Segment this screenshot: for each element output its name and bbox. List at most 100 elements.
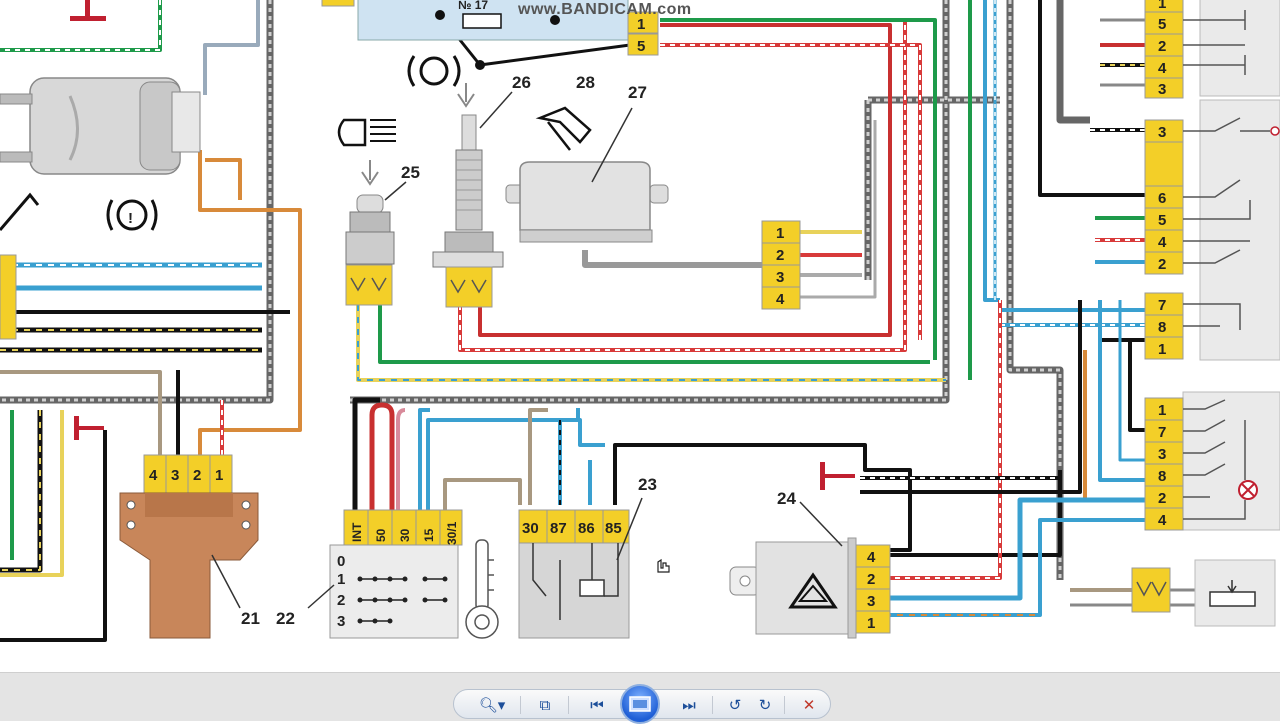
right-block-pin: 7 [1158, 424, 1166, 441]
right-block-pin: 5 [1158, 212, 1166, 229]
relay-23: 30 87 86 85 [518, 497, 643, 639]
rotate-right-icon: ↻ [758, 696, 772, 714]
sensor-26 [407, 55, 513, 308]
key-icon [465, 539, 499, 639]
rotate-left-icon: ↺ [728, 696, 742, 714]
connector-27-pin: 3 [776, 269, 784, 286]
relay-27: 1 2 3 4 [505, 106, 801, 310]
rotate-left-button[interactable]: ↺ [722, 694, 748, 716]
rotate-right-button[interactable]: ↻ [752, 694, 778, 716]
wiring-diagram: № 17 1 5 www.BANDICAM.com ! 4 3 2 [0, 0, 1280, 642]
slideshow-button[interactable] [620, 684, 660, 724]
right-block-pin: 1 [1158, 0, 1166, 12]
right-block-pin: 1 [1158, 341, 1166, 358]
toolbar-separator [784, 696, 785, 714]
connector-21-pin: 4 [149, 467, 158, 484]
right-block-pin: 3 [1158, 124, 1166, 141]
callout-label: 26 [512, 73, 531, 92]
toolbar-separator [520, 696, 521, 714]
right-block-pin: 3 [1158, 446, 1166, 463]
ignition-switch-22: INT 50 30 15 30/1 0 1 2 3 [307, 509, 463, 639]
relay-23-pin: 85 [605, 520, 622, 537]
callout-label: 22 [276, 609, 295, 628]
right-block-pin: 7 [1158, 297, 1166, 314]
ignition-position: 0 [337, 553, 345, 570]
svg-text:!: ! [128, 210, 133, 227]
ignition-terminal: 30/1 [445, 521, 459, 545]
ground-symbol [70, 0, 855, 490]
slideshow-icon [629, 696, 651, 712]
right-switch-block-top: 1 5 2 4 3 [1144, 0, 1280, 99]
previous-icon: ⏮ [590, 696, 604, 714]
relay-23-pin: 30 [522, 520, 539, 537]
connector-21-pin: 3 [171, 467, 179, 484]
relay-23-pin: 87 [550, 520, 567, 537]
callout-label: 28 [576, 73, 595, 92]
connector-27-pin: 1 [776, 225, 784, 242]
right-block-pin: 5 [1158, 16, 1166, 33]
ignition-position: 2 [337, 592, 345, 609]
relay-28-panel: № 17 1 5 [321, 0, 659, 70]
connector-21-pin: 1 [215, 467, 223, 484]
toolbar-pill: 🔍︎▾ ⧉ ⏮ ⏭ ↺ ↻ ✕ [453, 684, 831, 724]
right-block-pin: 8 [1158, 468, 1166, 485]
connector-27-pin: 2 [776, 247, 784, 264]
ignition-terminal: 15 [422, 528, 436, 542]
fuse-label: № 17 [458, 0, 488, 12]
fit-window-icon: ⧉ [539, 696, 551, 714]
connector-21: 4 3 2 1 [119, 454, 259, 639]
right-block-pin: 2 [1158, 38, 1166, 55]
ignition-terminal: 30 [398, 528, 412, 542]
hazard-switch-24: 4 2 3 1 [729, 501, 891, 639]
next-button[interactable]: ⏭ [676, 694, 702, 716]
connector-27-pin: 4 [776, 291, 785, 308]
previous-button[interactable]: ⏮ [584, 694, 610, 716]
right-block-pin: 1 [1158, 402, 1166, 419]
callout-labels: 21 22 23 24 25 26 27 28 [241, 73, 796, 628]
hazard-24-pin: 1 [867, 615, 875, 632]
connector-top-pin: 1 [637, 16, 645, 33]
relay-23-pin: 86 [578, 520, 595, 537]
fit-to-window-button[interactable]: ⧉ [532, 694, 558, 716]
watermark: www.BANDICAM.com [517, 1, 692, 18]
right-block-pin: 4 [1158, 512, 1167, 529]
callout-label: 21 [241, 609, 260, 628]
connector-21-pin: 2 [193, 467, 201, 484]
hazard-24-pin: 4 [867, 549, 876, 566]
zoom-button[interactable]: 🔍︎▾ [474, 694, 510, 716]
right-block-pin: 6 [1158, 190, 1166, 207]
hazard-24-pin: 2 [867, 571, 875, 588]
ignition-terminal: 50 [374, 528, 388, 542]
right-block-pin: 8 [1158, 319, 1166, 336]
sensor-potentiometer [1131, 559, 1276, 627]
next-icon: ⏭ [682, 696, 696, 714]
connector-top-pin: 5 [637, 38, 645, 55]
toolbar-separator [568, 696, 569, 714]
callout-label: 23 [638, 475, 657, 494]
right-switch-block-mid: 3 6 5 4 2 7 8 1 [1144, 99, 1280, 361]
right-block-pin: 2 [1158, 256, 1166, 273]
right-block-pin: 3 [1158, 81, 1166, 98]
right-block-pin: 4 [1158, 60, 1167, 77]
washer-pump [0, 77, 201, 175]
ignition-position: 1 [337, 571, 345, 588]
right-block-pin: 4 [1158, 234, 1167, 251]
ignition-position: 3 [337, 613, 345, 630]
toolbar-separator [712, 696, 713, 714]
delete-button[interactable]: ✕ [796, 694, 822, 716]
sensor-25 [337, 118, 407, 306]
close-icon: ✕ [802, 696, 816, 714]
hand-cursor-icon [657, 558, 670, 573]
hazard-24-pin: 3 [867, 593, 875, 610]
callout-label: 25 [401, 163, 420, 182]
right-switch-block-low: 1 7 3 8 2 4 [1144, 391, 1280, 531]
left-connector [0, 254, 17, 340]
magnifier-icon: 🔍︎▾ [478, 696, 506, 714]
brake-warning-icon: ! [106, 199, 158, 231]
right-block-pin: 2 [1158, 490, 1166, 507]
ignition-terminal: INT [350, 522, 364, 542]
viewer-toolbar: 🔍︎▾ ⧉ ⏮ ⏭ ↺ ↻ ✕ [0, 672, 1280, 724]
callout-label: 27 [628, 83, 647, 102]
wire-harness [0, 0, 1195, 642]
wiper-symbol-icon [0, 192, 40, 231]
